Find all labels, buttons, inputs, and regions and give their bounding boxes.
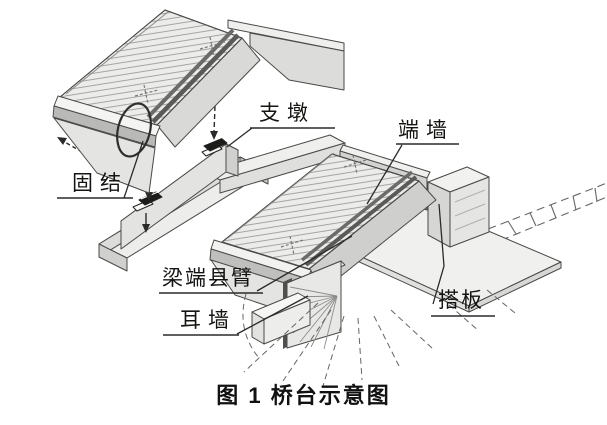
girder-and-support-view [52, 9, 346, 272]
survey-cross-marks [134, 36, 226, 105]
ground-contour-dashes [242, 289, 516, 387]
label-approach-slab: 搭板 [438, 288, 484, 312]
front-wing-wall [251, 292, 311, 345]
label-leader-lines [57, 127, 495, 336]
bearing-wall [120, 143, 239, 250]
fixation-ellipse-marker [116, 102, 152, 158]
survey-cross-marks-2 [280, 154, 367, 256]
label-fixation: 固结 [72, 171, 128, 195]
label-ear-wall: 耳墙 [180, 308, 236, 332]
adjacent-girder-segment [227, 19, 345, 91]
bridge-deck [209, 152, 437, 319]
assembled-abutment-view [209, 144, 607, 387]
label-support-pier: 支墩 [259, 101, 315, 125]
label-beam-cantilever: 梁端县臂 [162, 266, 254, 290]
far-ear-wall-block [427, 166, 490, 248]
main-girder [52, 9, 261, 194]
figure-caption: 图 1 桥台示意图 [216, 383, 391, 408]
label-end-wall: 端墙 [398, 118, 454, 142]
